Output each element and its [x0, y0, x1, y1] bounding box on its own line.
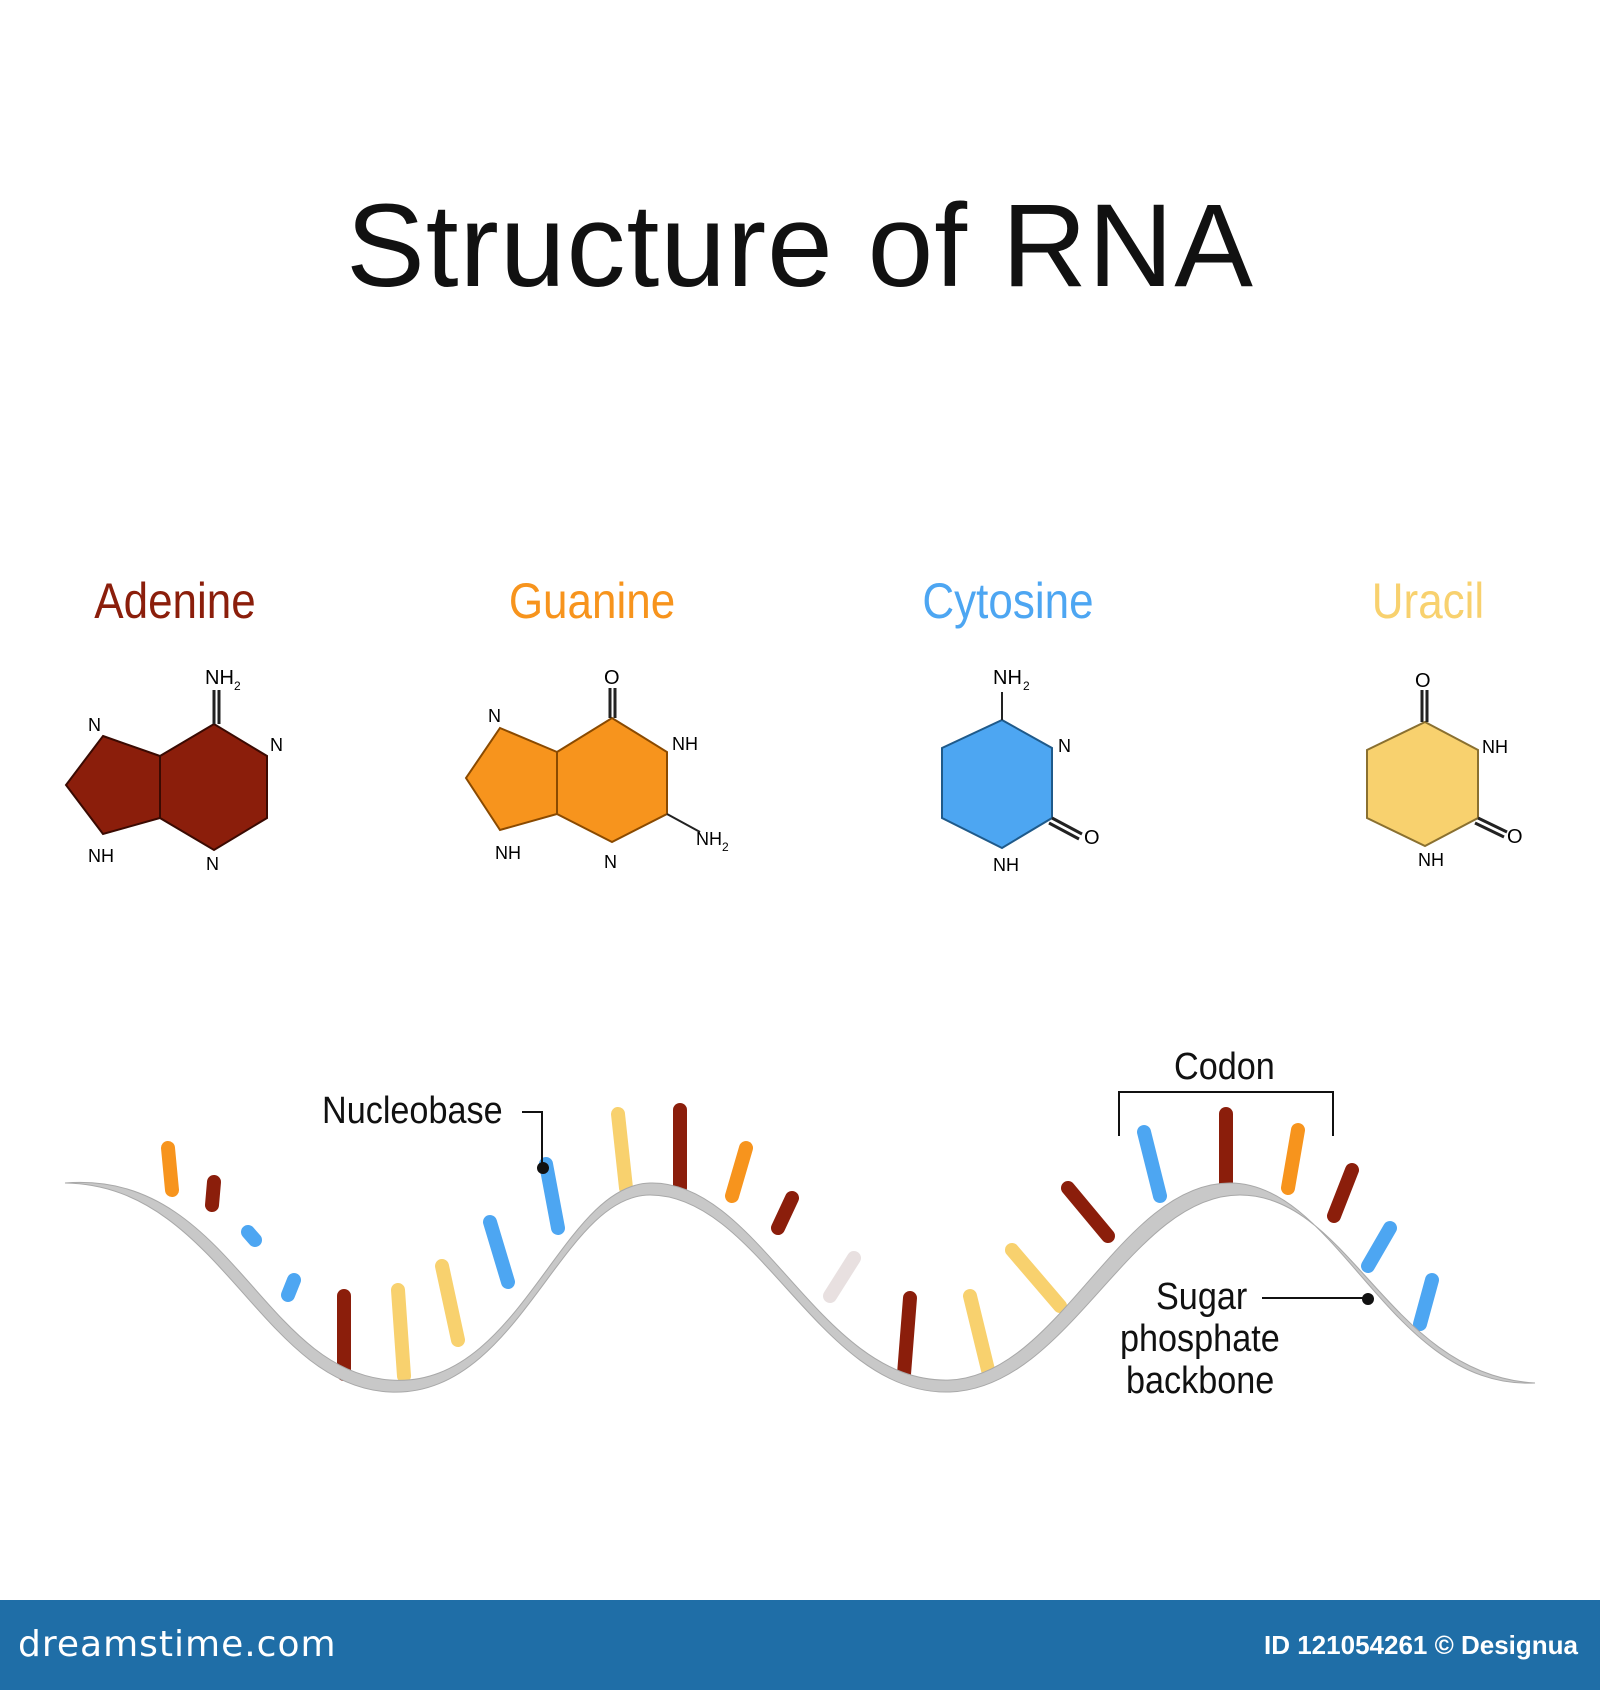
guanine-n-bottom: N	[604, 852, 617, 872]
adenine-label: Adenine	[94, 573, 256, 629]
nucleotide-stick	[391, 1283, 411, 1383]
cytosine-nh2-subscript: 2	[1023, 679, 1030, 693]
uracil-nh-right: NH	[1482, 737, 1508, 757]
codon-bracket	[1118, 1091, 1334, 1136]
nucleotide-stick	[1413, 1273, 1439, 1331]
nucleotide-stick	[205, 1175, 221, 1212]
nucleotide-stick	[1061, 1181, 1115, 1243]
footer-bar: dreamstime.com ID 121054261 © Designua	[0, 1600, 1600, 1690]
backbone-label-line1: Sugar	[1156, 1276, 1248, 1318]
nucleotide-stick	[771, 1191, 799, 1235]
nucleobase-pointer-dot	[537, 1162, 549, 1174]
nucleotide-stick	[1281, 1123, 1305, 1195]
nucleobase-label: Nucleobase	[322, 1090, 503, 1132]
codon-label: Codon	[1174, 1046, 1275, 1088]
uracil-molecule	[1366, 690, 1508, 848]
guanine-nh: NH	[495, 843, 521, 863]
nucleotide-stick	[483, 1215, 515, 1289]
cytosine-nh2: NH	[993, 667, 1022, 689]
nucleotide-stick	[435, 1259, 465, 1347]
nucleotide-stick	[725, 1141, 753, 1203]
nucleotide-stick	[1137, 1125, 1167, 1203]
nucleotide-group	[161, 1103, 1439, 1383]
adenine-nh2: NH	[205, 667, 234, 689]
guanine-n-top-left: N	[488, 706, 501, 726]
nucleotide-stick	[1005, 1243, 1067, 1313]
footer-credit: ID 121054261 © Designua	[1264, 1630, 1578, 1660]
guanine-molecule	[464, 688, 701, 844]
nucleotide-stick	[1327, 1163, 1359, 1223]
uracil-o: O	[1507, 826, 1523, 848]
nucleotide-stick	[823, 1251, 861, 1303]
backbone-pointer-dot	[1362, 1293, 1374, 1305]
adenine-nh: NH	[88, 846, 114, 866]
backbone-label-line2: phosphate	[1120, 1318, 1280, 1360]
guanine-o: O	[604, 667, 620, 689]
adenine-n-top-left: N	[88, 715, 101, 735]
nucleotide-stick	[1361, 1221, 1397, 1273]
uracil-nh: NH	[1418, 850, 1444, 870]
nucleotide-stick	[281, 1273, 301, 1302]
uracil-o-top: O	[1415, 670, 1431, 692]
sugar-phosphate-backbone	[64, 1181, 1536, 1393]
nucleotide-stick	[611, 1107, 633, 1195]
uracil-label: Uracil	[1371, 573, 1485, 629]
guanine-label: Guanine	[508, 573, 676, 629]
cytosine-n-right: N	[1058, 736, 1071, 756]
nucleotide-stick	[963, 1289, 995, 1377]
cytosine-molecule	[941, 692, 1083, 850]
guanine-nh-right: NH	[672, 734, 698, 754]
nucleobase-pointer	[522, 1111, 543, 1168]
page-title: Structure of RNA	[346, 180, 1254, 312]
adenine-nh2-subscript: 2	[234, 679, 241, 693]
nucleotide-stick	[161, 1141, 179, 1197]
guanine-nh2: NH	[696, 829, 722, 849]
nucleotide-stick	[241, 1225, 262, 1247]
footer-site[interactable]: dreamstime.com	[18, 1624, 337, 1665]
nucleotide-stick	[897, 1291, 917, 1381]
cytosine-o: O	[1084, 827, 1100, 849]
cytosine-nh: NH	[993, 855, 1019, 875]
nucleotide-stick	[539, 1157, 565, 1235]
backbone-label-line3: backbone	[1126, 1360, 1275, 1402]
adenine-n-right: N	[270, 735, 283, 755]
cytosine-label: Cytosine	[922, 573, 1094, 629]
adenine-n-bottom: N	[206, 854, 219, 874]
adenine-molecule	[64, 690, 268, 852]
guanine-nh2-subscript: 2	[722, 840, 729, 854]
